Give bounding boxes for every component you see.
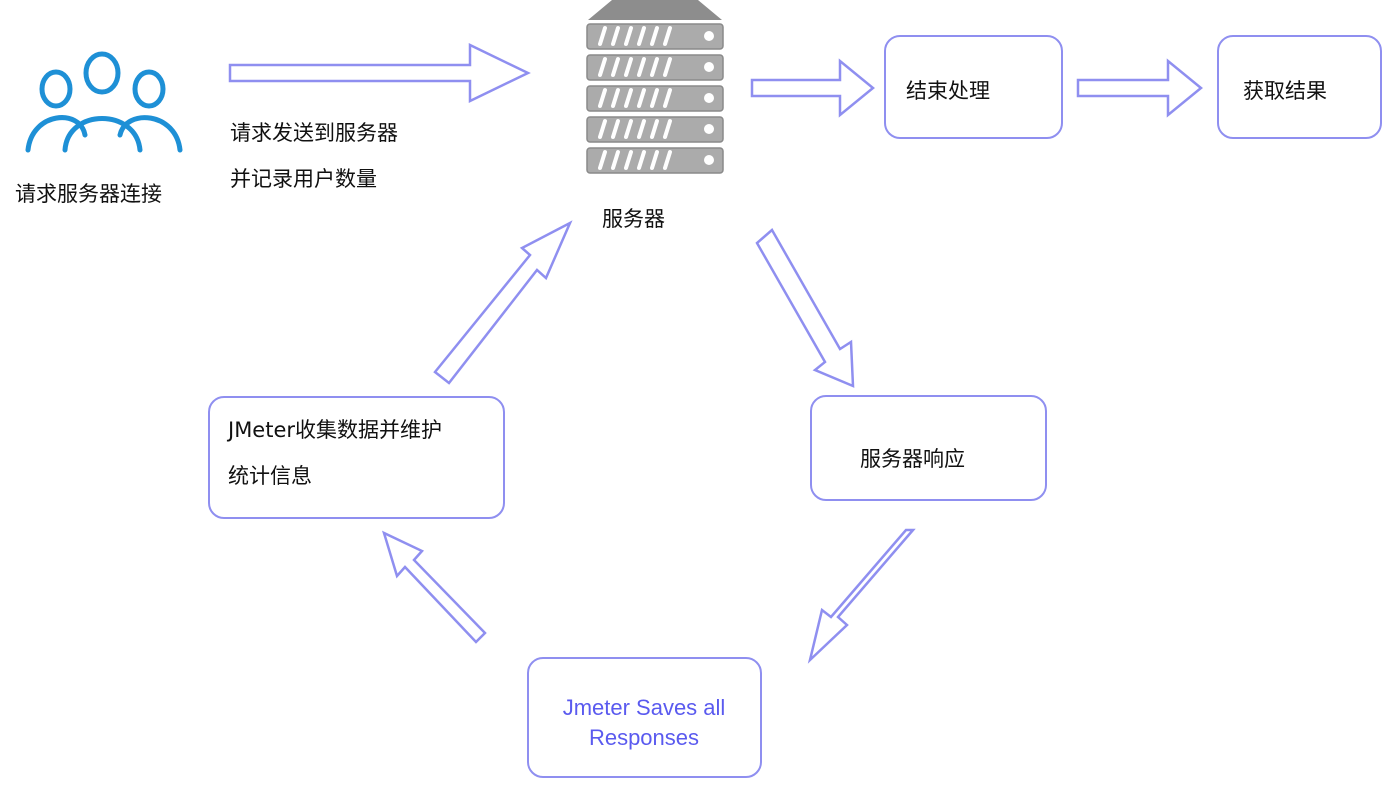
jmeter-collect-box: JMeter收集数据并维护 统计信息 bbox=[208, 396, 505, 519]
jmeter-save-label: Jmeter Saves all Responses bbox=[562, 695, 726, 750]
get-result-box: 获取结果 bbox=[1217, 35, 1382, 139]
arrow-server-to-end-process bbox=[750, 58, 875, 118]
send-note-line2: 并记录用户数量 bbox=[230, 167, 377, 191]
arrow-response-to-save bbox=[807, 528, 916, 664]
arrow-collect-to-server bbox=[433, 220, 573, 385]
end-process-label: 结束处理 bbox=[906, 79, 990, 103]
users-label: 请求服务器连接 bbox=[15, 182, 162, 206]
server-label: 服务器 bbox=[602, 207, 665, 231]
jmeter-collect-line1: JMeter收集数据并维护 bbox=[228, 418, 443, 442]
arrow-end-process-to-result bbox=[1076, 58, 1203, 118]
server-response-label: 服务器响应 bbox=[860, 447, 965, 471]
users-group-icon bbox=[25, 51, 183, 153]
jmeter-collect-line2: 统计信息 bbox=[228, 464, 312, 488]
server-response-box: 服务器响应 bbox=[810, 395, 1047, 501]
send-note-line1: 请求发送到服务器 bbox=[230, 121, 398, 145]
end-process-box: 结束处理 bbox=[884, 35, 1063, 139]
get-result-label: 获取结果 bbox=[1243, 79, 1327, 103]
arrow-save-to-collect bbox=[381, 530, 487, 644]
server-rack-icon bbox=[586, 0, 724, 174]
arrow-server-to-response bbox=[755, 228, 855, 388]
jmeter-save-box: Jmeter Saves all Responses bbox=[527, 657, 762, 778]
arrow-users-to-server bbox=[228, 43, 531, 103]
